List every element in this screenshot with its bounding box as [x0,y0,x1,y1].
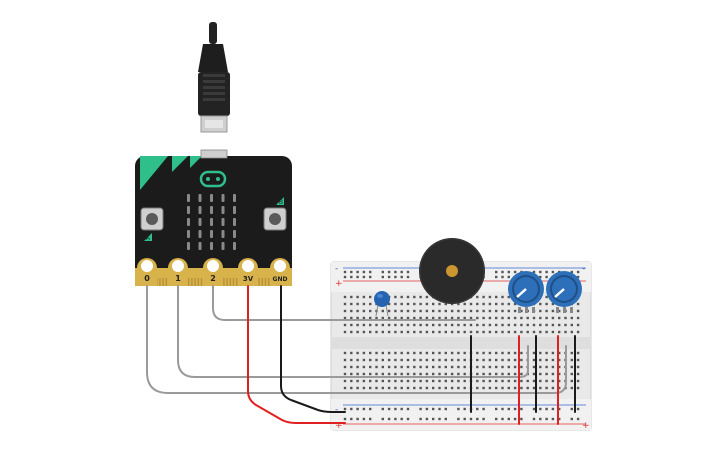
pin-gnd-label: GND [273,276,288,283]
wires[interactable] [146,285,576,425]
capacitor[interactable] [374,291,390,317]
button-b-label: B [279,200,283,206]
potentiometer-1[interactable] [508,271,544,313]
pin-2-label: 2 [210,274,216,283]
pin-3v-pad[interactable]: 3V [238,258,258,286]
button-a-label: A [146,236,150,242]
usb-cable[interactable] [198,22,230,133]
rail-top-minus-right: - [582,264,585,274]
button-b[interactable]: B [263,197,287,231]
rail-top-minus: - [335,264,338,274]
wire-pot1-signal [519,345,529,378]
microbit-board[interactable]: A B 0 1 2 3V [135,149,292,286]
wire-pot2-signal [539,345,567,394]
rail-bottom-plus: + [335,421,343,431]
pin-1-pad[interactable]: 1 [168,258,188,286]
pin-3v-label: 3V [243,275,254,283]
potentiometer-2[interactable] [546,271,582,313]
wire-pin0 [146,285,541,394]
pin-0-pad[interactable]: 0 [137,258,157,286]
led-matrix-icon [187,194,236,250]
pin-0-label: 0 [144,274,150,283]
wire-pin3v [247,285,346,424]
piezo-buzzer[interactable] [419,238,485,304]
wire-pin1 [177,285,521,378]
wire-pin2 [212,285,476,321]
rail-bottom-minus: - [335,405,338,415]
rail-top-plus: + [335,279,343,289]
logo-icon [199,170,227,188]
breadboard-holes[interactable] [343,270,580,421]
rail-bottom-plus-right: + [582,421,590,431]
button-a[interactable]: A [140,207,164,242]
pin-1-label: 1 [175,274,181,283]
pin-gnd-pad[interactable]: GND [270,258,290,286]
wire-gnd [280,285,346,413]
pin-2-pad[interactable]: 2 [203,258,223,286]
